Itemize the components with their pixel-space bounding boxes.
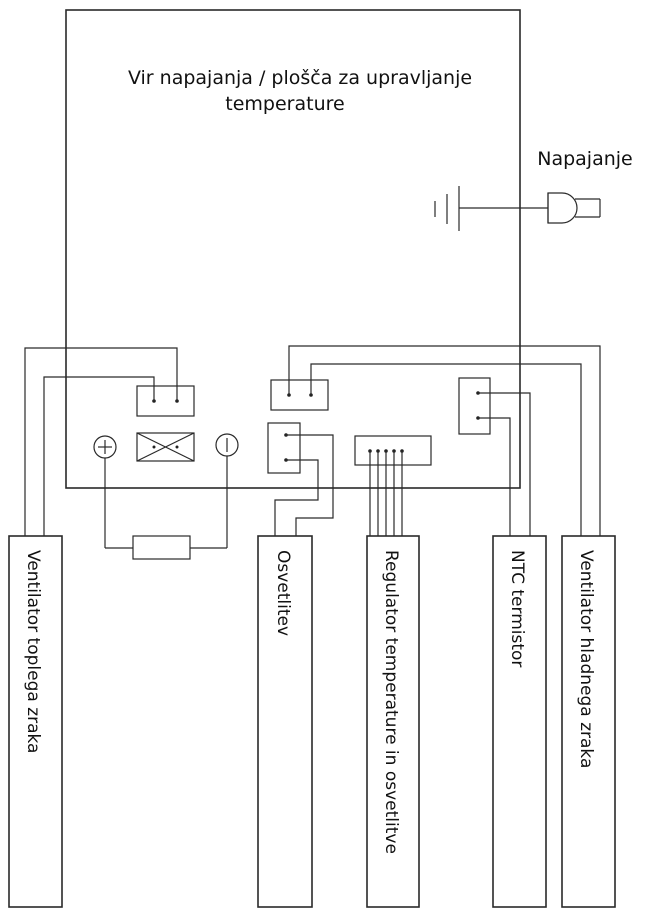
resistor-icon — [104, 456, 228, 560]
module-lighting: Osvetlitev — [257, 535, 313, 908]
board-title-line1: Vir napajanja / plošča za upravljanje — [128, 67, 472, 89]
module-hot-fan: Ventilator toplega zraka — [8, 535, 63, 908]
ntc-wires — [478, 392, 531, 536]
relay-icon — [136, 432, 195, 462]
connector-icon — [270, 379, 329, 411]
ground-icon — [434, 186, 548, 231]
module-ntc-label: NTC termistor — [507, 550, 527, 667]
plus-terminal-icon — [93, 435, 117, 459]
connector-icon — [458, 377, 491, 435]
power-label: Napajanje — [537, 148, 633, 170]
control-board — [65, 9, 521, 489]
module-cold-fan-label: Ventilator hladnega zraka — [576, 550, 596, 768]
cold-fan-wires — [288, 345, 601, 536]
module-cold-fan: Ventilator hladnega zraka — [561, 535, 616, 908]
minus-terminal-icon — [215, 433, 239, 457]
module-temp-regulator-label: Regulator temperature in osvetlitve — [381, 550, 401, 854]
plug-icon — [547, 192, 601, 224]
hot-fan-wires — [24, 347, 178, 536]
module-lighting-label: Osvetlitev — [273, 550, 293, 636]
connector-icon — [136, 385, 195, 417]
module-temp-regulator: Regulator temperature in osvetlitve — [366, 535, 420, 908]
module-ntc: NTC termistor — [492, 535, 547, 908]
regulator-wires — [369, 451, 403, 536]
lighting-wires — [274, 434, 334, 536]
connector-icon — [354, 435, 432, 466]
connector-icon — [267, 422, 301, 474]
module-hot-fan-label: Ventilator toplega zraka — [23, 550, 43, 753]
board-title-line2: temperature — [225, 93, 344, 115]
